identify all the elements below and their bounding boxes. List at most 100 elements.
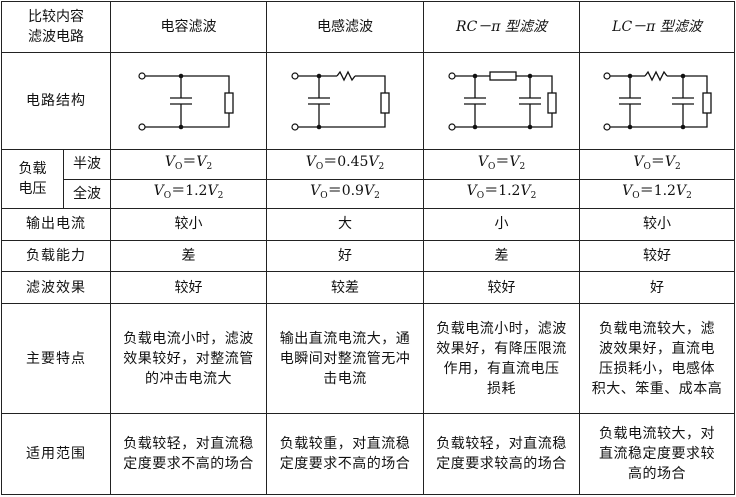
series-resistor-symbol [488,71,517,81]
filter-effect-row: 滤波效果 较好 较差 较好 好 [1,271,735,305]
scope-cell: 负载电流较大，对直流稳定度要求较高的场合 [579,413,735,495]
full-wave-formula: VO＝1.2V2 [423,178,580,210]
input-terminal-top [291,72,299,80]
row-label-load-capacity: 负载能力 [1,239,111,273]
text-line: 负载电流小时，滤波 [123,330,254,347]
voltage-subscript: O [643,161,651,172]
header-row: 比较内容 滤波电路 电容滤波 电感滤波 RC－π 型滤波 LC－π 型滤波 [1,0,735,54]
voltage-subscript: O [476,191,485,202]
equals-sign: ＝ [484,183,499,200]
voltage-symbol: V [207,183,218,200]
voltage-subscript: 2 [686,191,692,202]
voltage-symbol: V [477,153,488,170]
junction-dot [316,124,322,130]
col-header-rc-pi: RC－π 型滤波 [423,0,580,54]
output-current-cell: 较小 [579,208,735,241]
text-line: 击电流 [323,370,367,387]
text-line: 直流稳定度要求较 [599,446,715,463]
junction-dot [316,73,322,79]
voltage-subscript: O [320,191,328,202]
text-line: 定度要求不高的场合 [123,456,254,473]
voltage-symbol: V [633,153,644,170]
lc-pi-filter-diagram [603,70,712,131]
features-row: 主要特点 负载电流小时，滤波效果较好，对整流管的冲击电流大 输出直流电流大，通电… [1,303,735,415]
col-header-inductor: 电感滤波 [266,0,424,54]
text-line: 损耗 [487,380,516,397]
equals-sign: ＝ [323,153,338,170]
full-wave-formula: VO＝0.9V2 [266,178,424,210]
features-cell: 输出直流电流大，通电瞬间对整流管无冲击电流 [266,303,424,415]
text-line: 定度要求较高的场合 [436,456,567,473]
text-line: 高的场合 [628,466,686,483]
load-capacity-row: 负载能力 差 好 差 较好 [1,239,735,273]
top-wire-right [667,75,708,93]
bottom-wire [144,113,230,128]
voltage-symbol: V [363,183,375,200]
equals-sign: ＝ [171,183,186,200]
half-wave-formula: VO＝V2 [110,148,267,180]
voltage-subscript: 2 [374,191,380,202]
scope-cell: 负载较轻，对直流稳定度要求较高的场合 [423,413,580,495]
row-label-output-current: 输出电流 [1,208,111,241]
equals-sign: ＝ [327,183,342,200]
voltage-symbol: V [153,183,164,200]
output-current-cell: 小 [423,208,580,241]
scope-cell: 负载较重，对直流稳定度要求不高的场合 [266,413,424,495]
voltage-formula: VO＝1.2V2 [467,183,537,202]
voltage-subscript: O [174,161,183,172]
row-label-scope: 适用范围 [1,413,111,495]
filter-effect-cell: 较差 [266,271,424,305]
voltage-subscript: 2 [674,161,681,172]
text-line: 负载较轻，对直流稳 [436,436,567,453]
col-header-lc-pi: LC－π 型滤波 [579,0,735,54]
junction-dot [472,124,477,130]
voltage-subscript: O [315,161,324,172]
input-terminal-top [603,72,611,80]
row-label-load-voltage: 负载 电压 [1,148,64,210]
text-line: 积大、笨重、成本高 [591,380,723,397]
capacitor-filter-diagram [137,72,234,131]
filter-effect-cell: 较好 [110,271,267,305]
voltage-formula: VO＝V2 [477,153,525,172]
circuit-rc-pi-cell [423,52,580,150]
junction-dot [627,73,633,79]
half-wave-formula: VO＝0.45V2 [266,148,424,180]
full-wave-row: 全波 VO＝1.2V2 VO＝0.9V2 VO＝1.2V2 VO＝1.2V2 [2,178,735,210]
voltage-subscript: 2 [378,161,385,172]
voltage-symbol: V [368,153,379,170]
junction-dot [527,73,532,79]
output-current-row: 输出电流 较小 大 小 较小 [1,208,735,241]
load-resistor-symbol [380,92,390,114]
row-label-features: 主要特点 [1,303,111,415]
junction-dot [627,124,633,130]
voltage-formula: VO＝V2 [164,153,212,172]
text-line: 作用，有直流电压 [443,360,560,377]
voltage-symbol: V [196,153,207,170]
inductor-filter-diagram [291,70,390,131]
voltage-formula: VO＝1.2V2 [153,183,224,202]
text-line: 的冲击电流大 [145,370,232,387]
full-wave-formula: VO＝1.2V2 [110,178,267,210]
load-voltage-label-line2: 电压 [18,181,47,198]
voltage-symbol: V [164,153,175,170]
load-resistor-symbol [546,92,557,114]
equals-sign: ＝ [650,153,665,170]
bottom-wire [454,113,553,128]
corner-line-1: 比较内容 [28,9,84,26]
junction-dot [680,73,686,79]
voltage-formula: VO＝0.9V2 [310,183,380,202]
load-capacity-cell: 较好 [579,239,735,273]
text-line: 压损耗小，电感体 [599,360,715,377]
junction-dot [680,124,686,130]
equals-sign: ＝ [182,153,197,170]
filter-effect-cell: 好 [579,271,735,305]
text-line: 电瞬间对整流管无冲 [279,350,411,367]
text-line: 负载较重，对直流稳 [279,436,411,453]
half-wave-formula: VO＝V2 [579,148,735,180]
voltage-subscript: 2 [217,191,224,202]
bottom-wire [610,113,708,128]
circuit-row: 电路结构 [1,52,735,150]
load-resistor-symbol [223,92,234,114]
circuit-capacitor-cell [110,52,267,150]
